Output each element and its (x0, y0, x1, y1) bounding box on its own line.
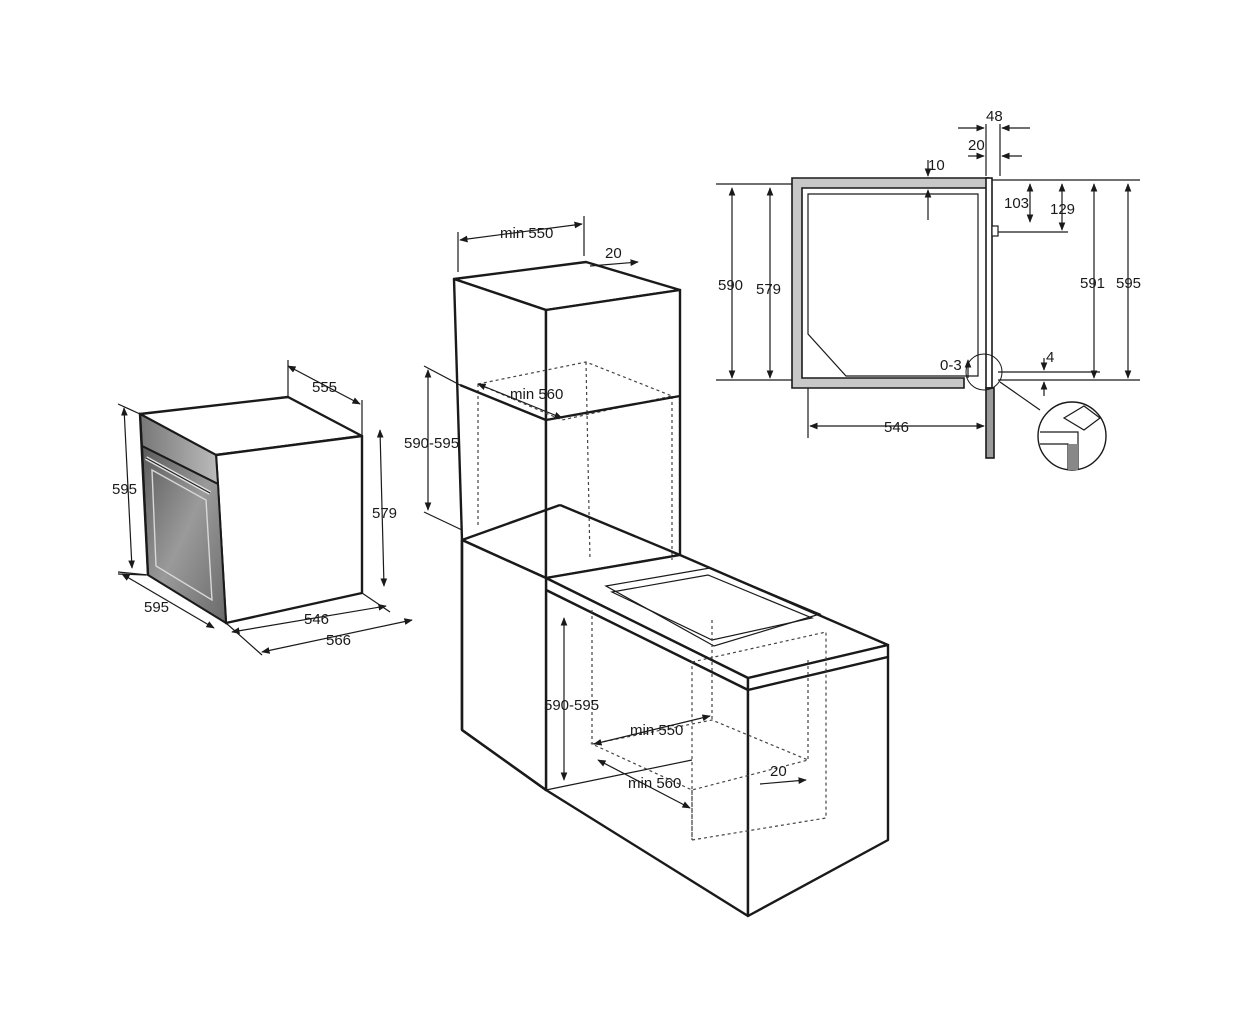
cabinet-bottom-height-label: 590-595 (544, 697, 599, 714)
section-590-label: 590 (718, 277, 743, 294)
section-591-label: 591 (1080, 275, 1105, 292)
oven-labels: 595 555 579 595 546 566 (112, 379, 397, 649)
oven-width-label: 595 (144, 599, 169, 616)
section-10-label: 10 (928, 157, 945, 174)
cabinet-top-gap-label: 20 (605, 245, 622, 262)
section-dimensions (716, 124, 1140, 438)
oven-body-width-label: 546 (304, 611, 329, 628)
section-595-label: 595 (1116, 275, 1141, 292)
cabinet-top-width-label: min 550 (500, 225, 553, 242)
section-129-label: 129 (1050, 201, 1075, 218)
oven-dimensions (117, 360, 413, 656)
cabinet-top-height-label: 590-595 (404, 435, 459, 452)
oven-depth-label: 555 (312, 379, 337, 396)
oven-total-width-label: 566 (326, 632, 351, 649)
section-0-3-label: 0-3 (940, 357, 962, 374)
section-48-label: 48 (986, 108, 1003, 125)
cabinet-labels: min 550 20 min 560 590-595 590-595 min 5… (404, 225, 787, 792)
tall-cabinet-drawing (452, 260, 890, 918)
section-103-label: 103 (1004, 195, 1029, 212)
cabinet-bottom-depth-label: min 560 (628, 775, 681, 792)
cabinet-bottom-width-label: min 550 (630, 722, 683, 739)
section-20-label: 20 (968, 137, 985, 154)
section-579-label: 579 (756, 281, 781, 298)
cabinet-bottom-gap-label: 20 (770, 763, 787, 780)
cabinet-dimensions (423, 216, 807, 809)
section-drawing (791, 177, 1107, 471)
oven-height-label: 595 (112, 481, 137, 498)
oven-body-height-label: 579 (372, 505, 397, 522)
oven-drawing (138, 395, 364, 625)
section-546-label: 546 (884, 419, 909, 436)
cabinet-top-depth-label: min 560 (510, 386, 563, 403)
section-4-label: 4 (1046, 349, 1054, 366)
section-labels: 48 20 10 103 129 590 579 591 595 0-3 4 5… (718, 108, 1141, 436)
